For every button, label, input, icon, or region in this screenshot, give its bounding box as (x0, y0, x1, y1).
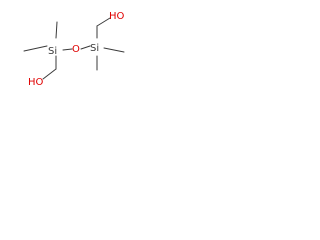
bond-si-o-left (62, 48, 73, 51)
atom-hydroxyl-bottom: HO (28, 77, 44, 88)
bond-o-si-right (80, 45, 91, 50)
bond-ch2-oh-right (96, 17, 111, 27)
bond-methyl-left-a (23, 45, 48, 52)
atom-o-bridge: O (72, 44, 80, 55)
atom-hydroxyl-top: HO (109, 11, 125, 22)
bond-ch2-oh-left (42, 68, 57, 80)
atom-si-right: Si (90, 43, 99, 54)
bond-methyl-right-a (103, 47, 125, 53)
structural-formula: Si Si O HO HO (23, 11, 125, 88)
atom-si-left: Si (48, 46, 57, 57)
bond-methyl-left-b (55, 21, 58, 39)
